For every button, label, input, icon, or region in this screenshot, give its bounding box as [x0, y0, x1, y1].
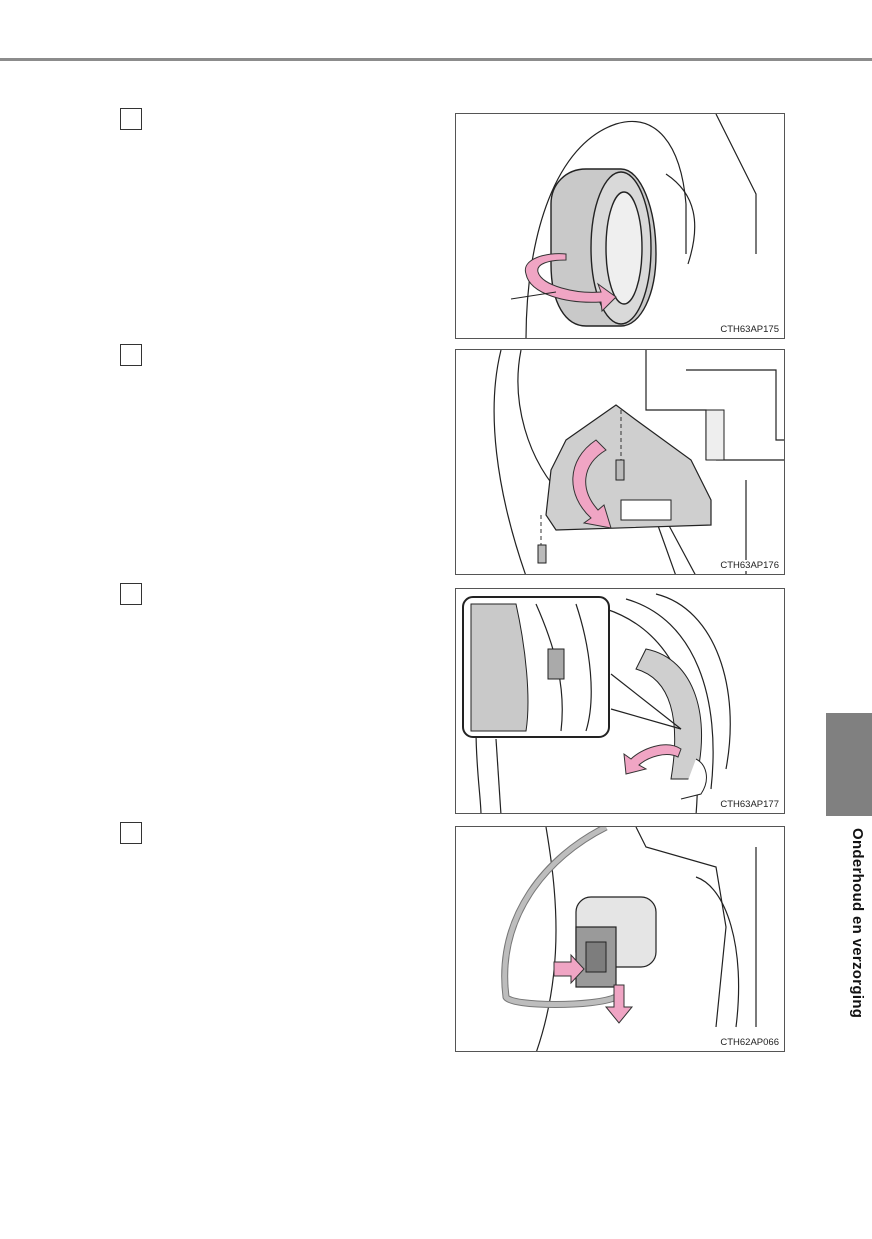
figure-remove-bulb: CTH62AP066	[455, 826, 785, 1052]
figure-code: CTH63AP176	[719, 560, 780, 571]
section-tab	[826, 713, 872, 816]
step-checkbox-3	[120, 583, 142, 605]
step-checkbox-1	[120, 108, 142, 130]
illustration-engine-cover	[493, 350, 784, 574]
figure-code: CTH63AP175	[719, 324, 780, 335]
header-rule	[0, 58, 872, 61]
figure-disconnect-connector: CTH63AP177	[455, 588, 785, 814]
illustration-wheel-turn	[510, 114, 757, 338]
figure-remove-cover: CTH63AP176	[455, 349, 785, 575]
step-checkbox-4	[120, 822, 142, 844]
section-tab-label: Onderhoud en verzorging	[849, 828, 866, 1019]
illustration-bulb-connector	[501, 827, 757, 1051]
step-checkbox-2	[120, 344, 142, 366]
figure-turn-wheel: CTH63AP175	[455, 113, 785, 339]
figure-code: CTH62AP066	[719, 1037, 780, 1048]
illustration-connector-location	[462, 593, 731, 813]
figure-code: CTH63AP177	[719, 799, 780, 810]
